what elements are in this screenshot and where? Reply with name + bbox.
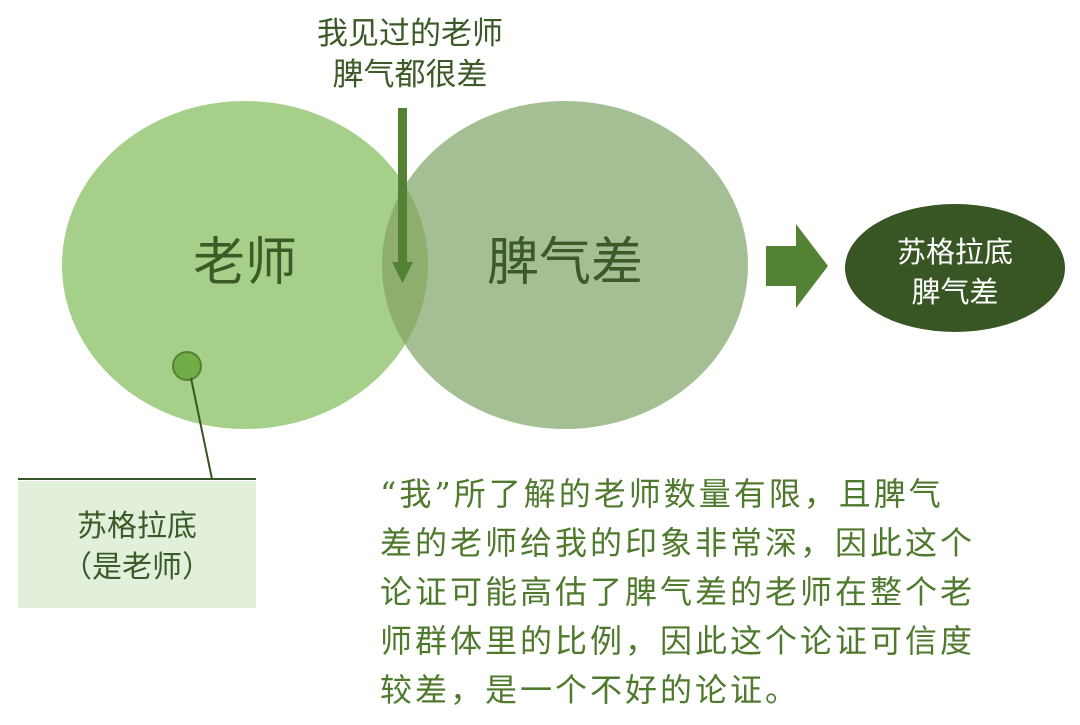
- circle-teachers: [62, 101, 428, 429]
- down-arrow-icon: [392, 108, 413, 283]
- callout-line2: （是老师）: [62, 550, 212, 585]
- note-line: 师群体里的比例，因此这个论证可信度: [380, 622, 976, 660]
- result-line2: 脾气差: [911, 275, 998, 309]
- circle-teachers-label: 老师: [193, 233, 297, 293]
- note-line: 论证可能高估了脾气差的老师在整个老: [380, 573, 976, 611]
- callout-line1: 苏格拉底: [77, 509, 197, 544]
- socrates-dot: [172, 351, 202, 381]
- circle-bad-temper-label: 脾气差: [487, 233, 643, 293]
- result-ellipse: [845, 204, 1065, 332]
- callout-box: [18, 481, 256, 608]
- right-arrow-icon: [766, 224, 828, 308]
- note-line: “我”所了解的老师数量有限，且脾气: [380, 475, 944, 513]
- callout-leader-line: [190, 377, 213, 480]
- argument-note: “我”所了解的老师数量有限，且脾气 差的老师给我的印象非常深，因此这个 论证可能…: [380, 470, 1060, 715]
- top-label-line2: 脾气都很差: [333, 57, 488, 93]
- note-line: 较差，是一个不好的论证。: [380, 671, 801, 709]
- circle-bad-temper: [382, 101, 748, 429]
- result-line1: 苏格拉底: [897, 235, 1013, 269]
- note-line: 差的老师给我的印象非常深，因此这个: [380, 524, 976, 562]
- top-label-line1: 我见过的老师: [317, 16, 503, 52]
